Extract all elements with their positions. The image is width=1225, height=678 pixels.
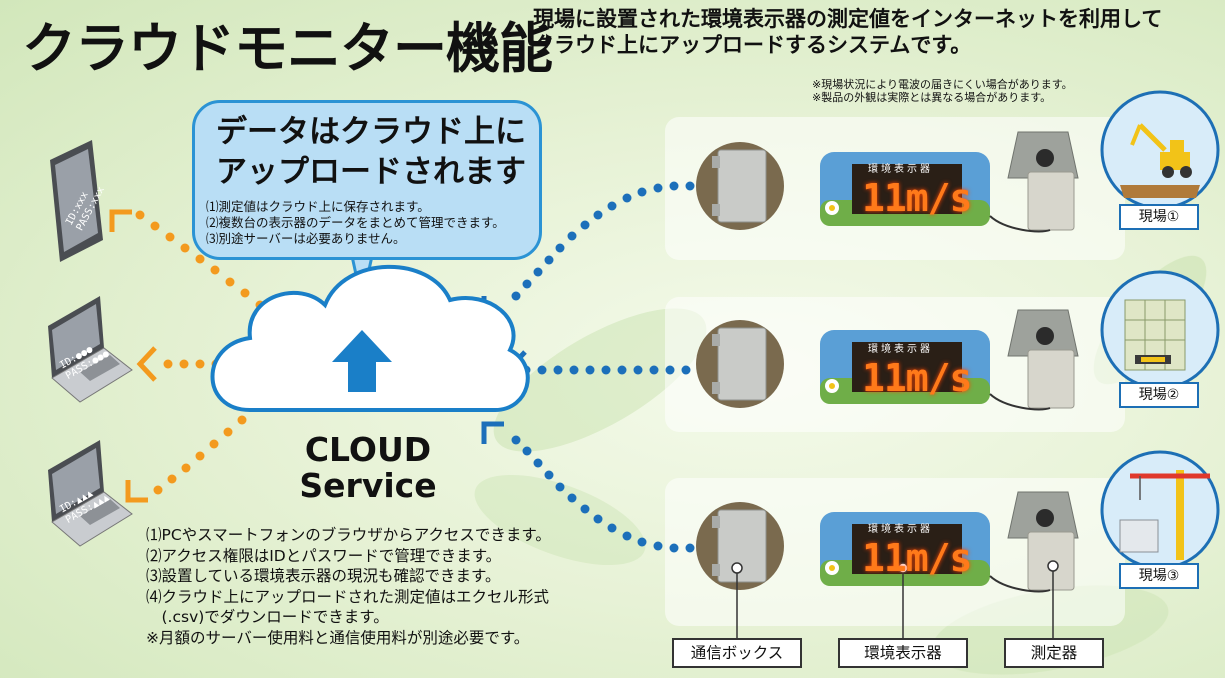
comm-box-hinge <box>712 516 720 528</box>
display-header: 環境表示器 <box>868 524 933 535</box>
bubble-point: ⑴測定値はクラウド上に保存されます。 <box>206 199 430 214</box>
comm-box <box>717 149 767 223</box>
component-label-sensor: 測定器 <box>1004 638 1104 668</box>
sensor-head <box>1036 149 1054 167</box>
note-line: ※製品の外観は実際とは異なる場合があります。 <box>812 91 1052 104</box>
site-label-2: 現場② <box>1119 382 1199 408</box>
blue-dotted-lines <box>511 181 695 553</box>
laptop-icon <box>48 296 133 403</box>
leader-dot <box>731 562 743 574</box>
comm-box <box>717 327 767 401</box>
feature-item: ※月額のサーバー使用料と通信使用料が別途必要です。 <box>146 628 530 647</box>
orange-arrowheads <box>109 209 157 503</box>
feature-item: ⑶設置している環境表示器の現況も確認できます。 <box>146 567 501 586</box>
bubble-headline-line: データはクラウド上に <box>216 114 526 150</box>
display-led-panel <box>852 164 962 214</box>
comm-box <box>717 509 767 583</box>
sensor-head <box>1036 327 1054 345</box>
sensor-cable <box>989 575 1051 593</box>
component-label-comm-box: 通信ボックス <box>672 638 802 668</box>
bubble-headline: データはクラウド上に アップロードされます <box>206 112 536 192</box>
display-flower-center <box>829 565 835 571</box>
site-row-2 <box>696 309 1079 411</box>
feature-item: ⑴PCやスマートフォンのブラウザからアクセスできます。 <box>146 526 551 544</box>
site-row-3 <box>696 491 1079 593</box>
comm-box-hinge <box>712 382 720 394</box>
display-value: 11m/s <box>862 176 972 220</box>
sensor-cable <box>989 215 1051 233</box>
sensor-body <box>1027 349 1075 409</box>
smartphone-icon <box>50 140 103 262</box>
cloud-service-label: CLOUD Service <box>268 432 468 504</box>
site-scene-2 <box>1100 270 1220 390</box>
note-line: ※現場状況により電波の届きにくい場合があります。 <box>812 78 1073 91</box>
feature-item: ⑷クラウド上にアップロードされた測定値はエクセル形式 <box>146 587 550 606</box>
laptop-icon <box>48 440 133 547</box>
display-flower-center <box>829 205 835 211</box>
site-label-1: 現場① <box>1119 204 1199 230</box>
feature-item: (.csv)でダウンロードできます。 <box>146 608 389 627</box>
leader-dot <box>1047 560 1059 572</box>
site-scene-3 <box>1100 450 1220 570</box>
feature-item: ⑵アクセス権限はIDとパスワードで管理できます。 <box>146 546 502 565</box>
sensor-cable <box>989 393 1051 411</box>
cloud-label-line: Service <box>299 466 437 505</box>
upload-arrow-icon <box>332 330 392 392</box>
cloud-label-line: CLOUD <box>304 430 432 469</box>
comm-box-hinge <box>712 334 720 346</box>
leader-dot <box>897 562 909 574</box>
subtitle-line: クラウド上にアップロードするシステムです。 <box>533 33 972 57</box>
feature-list: ⑴PCやスマートフォンのブラウザからアクセスできます。 ⑵アクセス権限はIDとパ… <box>146 525 551 649</box>
site-label-3: 現場③ <box>1119 563 1199 589</box>
bubble-points: ⑴測定値はクラウド上に保存されます。 ⑵複数台の表示器のデータをまとめて管理でき… <box>206 199 505 247</box>
comm-box-hinge <box>712 156 720 168</box>
subtitle-line: 現場に設置された環境表示器の測定値をインターネットを利用して <box>533 7 1163 31</box>
site-row-1 <box>696 131 1079 233</box>
bubble-point: ⑶別途サーバーは必要ありません。 <box>206 231 406 246</box>
display-header: 環境表示器 <box>868 164 933 175</box>
page-title: クラウドモニター機能 <box>22 17 553 80</box>
disclaimer-notes: ※現場状況により電波の届きにくい場合があります。 ※製品の外観は実際とは異なる場… <box>812 78 1073 104</box>
bubble-point: ⑵複数台の表示器のデータをまとめて管理できます。 <box>206 215 505 230</box>
sensor-body <box>1027 171 1075 231</box>
comm-box-hinge <box>712 564 720 576</box>
comm-box-hinge <box>712 204 720 216</box>
display-header: 環境表示器 <box>868 344 933 355</box>
page-subtitle: 現場に設置された環境表示器の測定値をインターネットを利用して クラウド上にアップ… <box>533 6 1162 58</box>
display-flower-center <box>829 383 835 389</box>
component-label-display: 環境表示器 <box>838 638 968 668</box>
sensor-head <box>1036 509 1054 527</box>
cloud-shape <box>210 264 530 412</box>
bubble-headline-line: アップロードされます <box>216 154 526 190</box>
component-leaders <box>731 560 1059 638</box>
speech-bubble <box>192 100 542 260</box>
display-value: 11m/s <box>862 356 972 400</box>
display-led-panel <box>852 342 962 392</box>
display-value: 11m/s <box>862 536 972 580</box>
site-scene-1 <box>1100 90 1220 210</box>
